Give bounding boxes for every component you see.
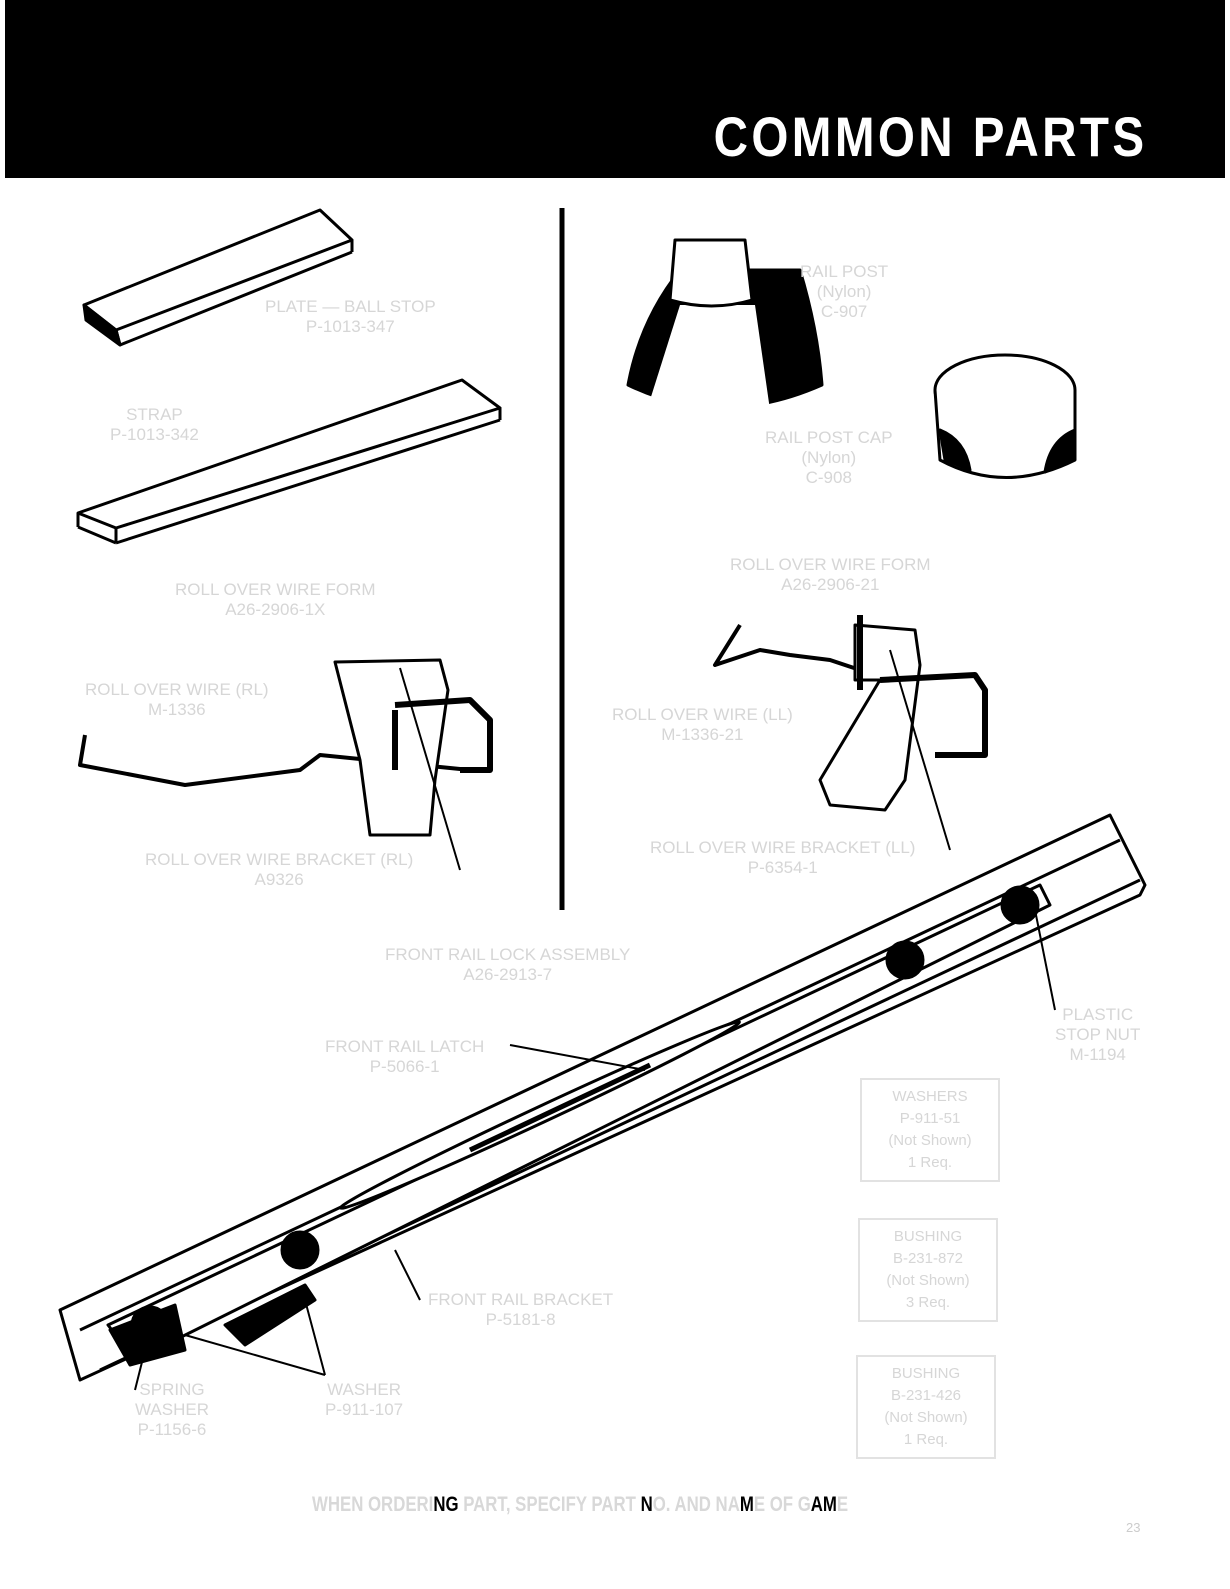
part-number: A26-2906-21 xyxy=(781,575,880,594)
right-roll-over-wire-drawing xyxy=(713,615,988,851)
front-rail-drawing xyxy=(58,813,1147,1391)
footer-segment: N xyxy=(640,1493,653,1516)
part-name: WASHER xyxy=(135,1400,209,1419)
ball-stop-plate-drawing xyxy=(82,208,354,347)
part-name: ROLL OVER WIRE (LL) xyxy=(612,705,793,724)
footer-segment: AM xyxy=(810,1493,837,1516)
label-right-bracket: ROLL OVER WIRE BRACKET (LL)P-6354-1 xyxy=(650,838,915,878)
part-name: PLATE — BALL STOP xyxy=(265,297,436,316)
part-number: A9326 xyxy=(254,870,304,889)
footer-segment: PART, SPECIFY PART xyxy=(458,1493,641,1516)
part-number: P-911-51 xyxy=(899,1110,961,1127)
part-name: RAIL POST CAP xyxy=(765,428,893,447)
label-rail-post-cap: RAIL POST CAP(Nylon)C-908 xyxy=(765,428,893,488)
label-left-wire: ROLL OVER WIRE (RL)M-1336 xyxy=(85,680,269,720)
part-number: P-1013-342 xyxy=(110,425,199,444)
assembly-number: A26-2913-7 xyxy=(463,965,553,984)
part-name: STOP NUT xyxy=(1055,1025,1141,1044)
ordering-instructions: WHEN ORDERING PART, SPECIFY PART NO. AND… xyxy=(312,1493,848,1517)
part-qty: 1 Req. xyxy=(903,1431,949,1448)
page-title: COMMON PARTS xyxy=(713,105,1147,168)
part-name: BUSHING xyxy=(893,1228,963,1245)
part-name: PLASTIC xyxy=(1062,1005,1134,1024)
footer-segment: M xyxy=(739,1493,754,1516)
rail-post-cap-drawing xyxy=(933,353,1077,479)
part-number: P-911-107 xyxy=(325,1400,404,1419)
label-left-bracket: ROLL OVER WIRE BRACKET (RL)A9326 xyxy=(145,850,413,890)
part-material: (Nylon) xyxy=(801,448,857,467)
part-name: FRONT RAIL BRACKET xyxy=(428,1290,614,1309)
part-material: (Nylon) xyxy=(816,282,872,301)
note-box-washers: WASHERS P-911-51 (Not Shown) 1 Req. xyxy=(860,1078,1000,1182)
part-number: P-5181-8 xyxy=(485,1310,556,1329)
part-name: SPRING xyxy=(139,1380,205,1399)
assembly-title: FRONT RAIL LOCK ASSEMBLY xyxy=(385,945,631,964)
footer-segment: E OF G xyxy=(753,1493,811,1516)
part-name: RAIL POST xyxy=(800,262,889,281)
part-number: M-1194 xyxy=(1069,1045,1126,1064)
footer-segment: NG xyxy=(433,1493,459,1516)
part-name: STRAP xyxy=(126,405,183,424)
part-number: C-907 xyxy=(820,302,868,321)
page-number: 23 xyxy=(1126,1520,1141,1535)
left-roll-over-wire-drawing xyxy=(78,658,493,871)
note-box-bushing-2: BUSHING B-231-426 (Not Shown) 1 Req. xyxy=(856,1355,996,1459)
footer-segment: E xyxy=(836,1493,849,1516)
part-number: P-1013-347 xyxy=(305,317,395,336)
part-name: ROLL OVER WIRE BRACKET (RL) xyxy=(145,850,414,869)
part-note: (Not Shown) xyxy=(886,1272,970,1289)
part-name: ROLL OVER WIRE FORM xyxy=(730,555,931,574)
part-name: ROLL OVER WIRE BRACKET (LL) xyxy=(650,838,916,857)
part-number: M-1336-21 xyxy=(661,725,744,744)
header-banner: COMMON PARTS xyxy=(5,0,1225,178)
footer-segment: O. AND NA xyxy=(652,1493,740,1516)
part-name: FRONT RAIL LATCH xyxy=(325,1037,485,1056)
strap-drawing xyxy=(76,378,502,545)
part-qty: 3 Req. xyxy=(905,1294,951,1311)
part-number: C-908 xyxy=(805,468,852,487)
rail-post-drawing xyxy=(626,238,824,416)
part-number: M-1336 xyxy=(147,700,206,719)
part-number: A26-2906-1X xyxy=(225,600,326,619)
part-name: ROLL OVER WIRE FORM xyxy=(175,580,376,599)
part-name: ROLL OVER WIRE (RL) xyxy=(85,680,269,699)
part-qty: 1 Req. xyxy=(907,1154,953,1171)
footer-segment: WHEN ORDERI xyxy=(312,1493,434,1516)
part-number: P-1156-6 xyxy=(137,1420,207,1439)
part-number: P-5066-1 xyxy=(369,1057,440,1076)
part-name: WASHER xyxy=(327,1380,402,1399)
part-note: (Not Shown) xyxy=(884,1409,968,1426)
part-note: (Not Shown) xyxy=(888,1132,972,1149)
part-number: B-231-426 xyxy=(890,1387,962,1404)
part-name: BUSHING xyxy=(891,1365,961,1382)
label-rail-post: RAIL POST(Nylon)C-907 xyxy=(800,262,888,322)
label-right-wire: ROLL OVER WIRE (LL)M-1336-21 xyxy=(612,705,793,745)
part-number: B-231-872 xyxy=(892,1250,964,1267)
part-number: P-6354-1 xyxy=(747,858,818,877)
note-box-bushing-1: BUSHING B-231-872 (Not Shown) 3 Req. xyxy=(858,1218,998,1322)
part-name: WASHERS xyxy=(892,1088,968,1105)
